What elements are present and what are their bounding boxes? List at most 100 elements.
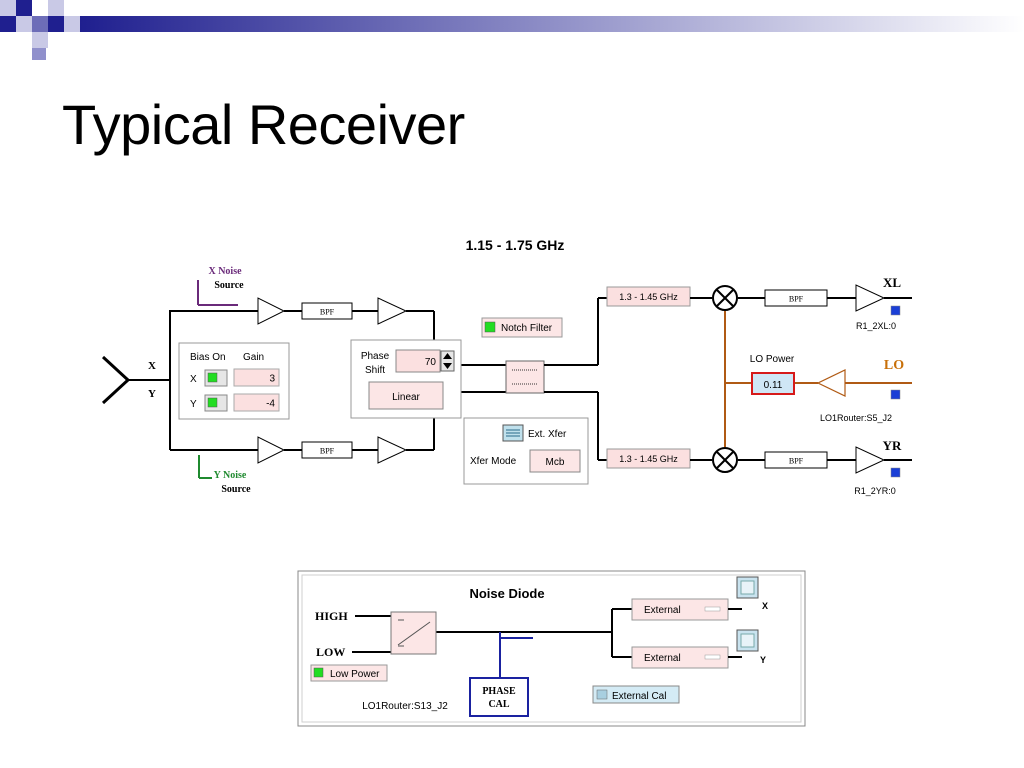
- lower-amplifier-2-icon: [377, 436, 408, 464]
- notch-filter-label: Notch Filter: [501, 323, 553, 334]
- upper-chain-lines: [170, 310, 506, 366]
- gain-header: Gain: [243, 352, 264, 363]
- x-noise-source-label: X Noise: [208, 266, 242, 277]
- phase-value-field[interactable]: [395, 349, 441, 373]
- notch-filter-toggle[interactable]: [481, 317, 563, 338]
- high-label: HIGH: [315, 609, 348, 623]
- lo-amplifier-icon: [816, 369, 846, 397]
- bias-y-label: Y: [190, 399, 197, 410]
- yr-bpf-box: [764, 451, 828, 469]
- external-cal-toggle[interactable]: [592, 685, 680, 704]
- bias-y-toggle[interactable]: [204, 394, 228, 412]
- lo-status-indicator: [890, 389, 901, 400]
- mixer-lines: [690, 297, 912, 461]
- low-label: LOW: [316, 645, 345, 659]
- xl-bpf-label: BPF: [789, 295, 804, 304]
- external-y-value: External: [644, 653, 681, 664]
- lo-output-label: LO: [884, 358, 904, 373]
- yr-status-indicator: [890, 467, 901, 478]
- band-label: 1.15 - 1.75 GHz: [466, 237, 565, 253]
- upper-amplifier-1-icon: [257, 297, 286, 325]
- upper-bpf-box: [301, 302, 353, 320]
- external-x-select[interactable]: [631, 598, 729, 621]
- lower-if-filter-box: [606, 448, 691, 469]
- x-noise-source-line: [197, 280, 238, 306]
- lower-bpf-box: [301, 441, 353, 459]
- y-gain-field[interactable]: [233, 393, 280, 412]
- x-port-label: X: [148, 360, 156, 372]
- feed-lines: [128, 310, 171, 450]
- slide-title: Typical Receiver: [62, 93, 465, 156]
- noise-x-label: X: [762, 601, 768, 611]
- x-noise-source-label-2: Source: [214, 280, 244, 291]
- lo-power-label: LO Power: [750, 354, 795, 365]
- lo-power-value: 0.11: [764, 380, 783, 391]
- transfer-output-lines: [544, 297, 607, 461]
- yr-amplifier-icon: [855, 446, 886, 474]
- phase-shift-label: Phase: [361, 351, 390, 362]
- xl-bpf-box: [764, 289, 828, 307]
- y-port-label: Y: [148, 388, 156, 400]
- x-gain-field[interactable]: [233, 368, 280, 387]
- xfer-mode-label: Xfer Mode: [470, 456, 517, 467]
- phase-linear-button-label: Linear: [392, 392, 420, 403]
- lower-amplifier-1-icon: [257, 436, 286, 464]
- noise-diode-input-lines: [352, 608, 632, 658]
- xl-output-label: XL: [883, 275, 901, 290]
- xl-status-indicator: [890, 305, 901, 316]
- yr-output-label: YR: [883, 438, 902, 453]
- antenna-feed-icon: [101, 355, 130, 405]
- y-noise-source-line: [198, 455, 212, 479]
- lower-if-filter-label: 1.3 - 1.45 GHz: [619, 454, 678, 464]
- lower-chain-lines: [170, 391, 506, 451]
- external-x-value: External: [644, 605, 681, 616]
- xfer-mode-value: Mcb: [546, 457, 565, 468]
- noise-router-id: LO1Router:S13_J2: [362, 701, 448, 712]
- title-rule: [80, 16, 1024, 32]
- external-cal-label: External Cal: [612, 691, 666, 702]
- phase-linear-button[interactable]: [368, 381, 444, 410]
- yr-output-id: R1_2YR:0: [854, 486, 896, 496]
- transfer-switch-icon[interactable]: [505, 360, 545, 394]
- ext-xfer-label: Ext. Xfer: [528, 429, 567, 440]
- lo-distribution-lines: [724, 311, 912, 447]
- upper-if-filter-box: [606, 286, 691, 307]
- corner-decoration: [0, 0, 80, 60]
- phase-cal-lines: [499, 632, 533, 678]
- bias-x-toggle[interactable]: [204, 369, 228, 387]
- xfer-mode-field[interactable]: [529, 449, 581, 473]
- noise-level-switch[interactable]: [390, 611, 437, 655]
- noise-y-label: Y: [760, 655, 766, 665]
- lower-mixer-icon: [712, 447, 738, 473]
- xl-amplifier-icon: [855, 284, 886, 312]
- y-output-button[interactable]: [736, 629, 759, 652]
- x-gain-value: 3: [269, 374, 275, 385]
- upper-if-filter-label: 1.3 - 1.45 GHz: [619, 292, 678, 302]
- low-power-toggle[interactable]: [310, 664, 388, 682]
- low-power-label: Low Power: [330, 669, 380, 680]
- noise-diode-title: Noise Diode: [469, 586, 544, 601]
- external-output-lines: [728, 608, 742, 658]
- phase-shift-label-2: Shift: [365, 365, 385, 376]
- phase-cal-box: [469, 677, 529, 717]
- y-gain-value: -4: [266, 399, 275, 410]
- y-noise-source-label-2: Source: [221, 484, 251, 495]
- phase-spinner[interactable]: [440, 350, 455, 372]
- y-noise-source-label: Y Noise: [214, 470, 247, 481]
- lo-output-id: LO1Router:S5_J2: [820, 413, 892, 423]
- phase-value: 70: [425, 357, 437, 368]
- phase-cal-label: PHASE: [482, 686, 516, 697]
- upper-amplifier-2-icon: [377, 297, 408, 325]
- phase-cal-label-2: CAL: [488, 699, 509, 710]
- bias-x-label: X: [190, 374, 197, 385]
- upper-bpf-label: BPF: [320, 308, 335, 317]
- x-output-button[interactable]: [736, 576, 759, 599]
- ext-xfer-toggle[interactable]: [502, 424, 524, 442]
- xl-output-id: R1_2XL:0: [856, 321, 896, 331]
- bias-on-header: Bias On: [190, 352, 226, 363]
- upper-mixer-icon: [712, 285, 738, 311]
- lo-power-field[interactable]: [751, 372, 795, 395]
- lower-bpf-label: BPF: [320, 447, 335, 456]
- yr-bpf-label: BPF: [789, 457, 804, 466]
